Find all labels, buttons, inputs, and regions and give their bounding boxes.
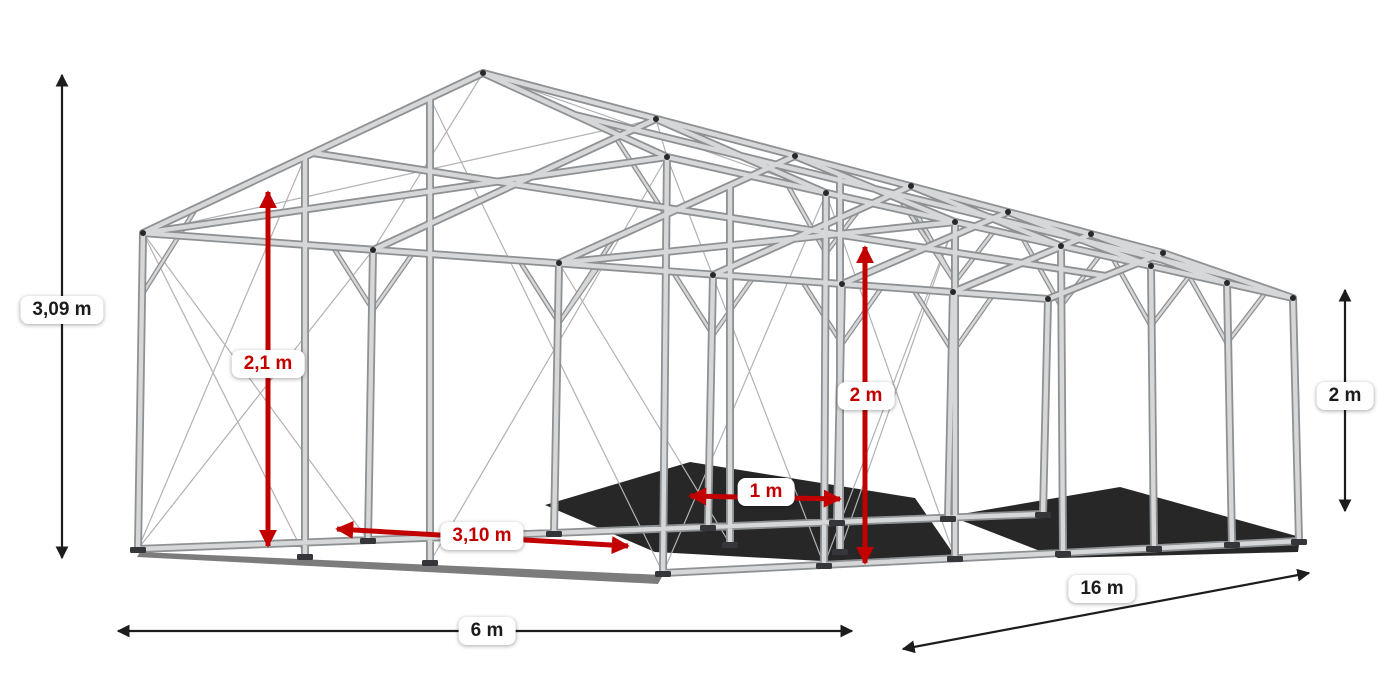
side-length-arrow — [901, 568, 1311, 654]
dimension-label-door-width: 3,10 m — [440, 522, 524, 550]
dimension-label-door-height: 2,1 m — [231, 350, 305, 378]
dimension-label-side-height: 2 m — [1316, 382, 1374, 410]
ground-shadow — [137, 462, 1300, 584]
frame-joints — [140, 70, 1296, 302]
dimension-label-front-width: 6 m — [458, 617, 516, 645]
dimension-label-passage-height: 2 m — [837, 382, 895, 410]
dimension-label-total-height: 3,09 m — [20, 296, 104, 324]
dimension-label-side-length: 16 m — [1068, 575, 1136, 603]
dimension-label-passage-width: 1 m — [737, 478, 795, 506]
